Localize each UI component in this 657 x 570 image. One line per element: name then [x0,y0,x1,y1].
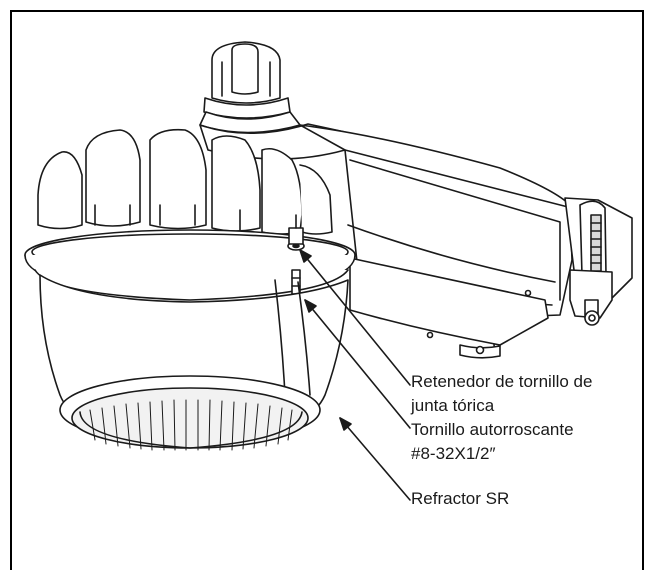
photocell [199,41,301,134]
callout-screw-line1: Tornillo autorroscante [411,420,574,439]
ring-collar [24,229,356,301]
callout-refractor: Refractor SR [411,489,510,508]
refractor-opening [59,375,321,451]
heat-sink-fins [37,128,333,235]
retainer-screw [287,214,305,251]
mounting-bracket [564,197,633,326]
callout-oring-retainer-line2: junta tórica [411,396,495,415]
housing-underside [349,257,549,359]
figure-frame [10,10,644,570]
callout-screw-line2: #8-32X1/2″ [411,444,496,463]
leader-lines [299,249,411,501]
callout-oring-retainer-line1: Retenedor de tornillo de [411,372,593,391]
